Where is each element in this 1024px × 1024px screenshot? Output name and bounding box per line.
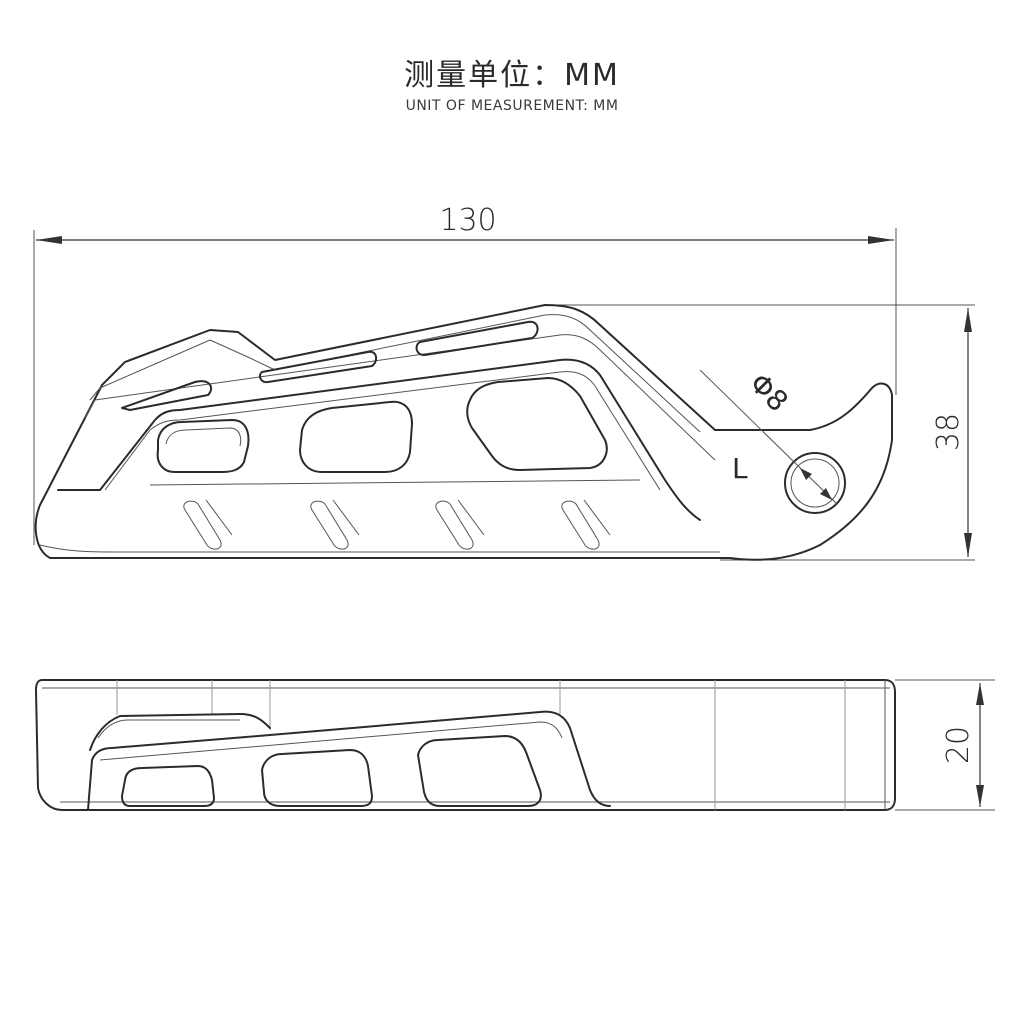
plan-view: 20 — [35, 679, 995, 811]
leader-arrow-2-icon — [820, 488, 832, 500]
pocket-1-inner — [165, 427, 242, 447]
unit-title-chinese: 测量单位：MM — [404, 58, 620, 93]
arrow-thick-up-icon — [976, 683, 984, 705]
side-view: 130 38 — [33, 203, 975, 561]
top-ridge-line — [89, 314, 701, 433]
header: 测量单位：MM UNIT OF MEASUREMENT: MM — [0, 56, 1024, 114]
plan-rib-edge — [99, 721, 563, 761]
plan-step-edge — [97, 719, 240, 739]
top-surface-line — [84, 334, 716, 461]
height-dimension-label: 38 — [931, 413, 966, 451]
inner-step-edge — [104, 371, 661, 491]
arrow-right-icon — [868, 236, 894, 244]
upper-slot-1 — [121, 380, 213, 411]
side-mark-label: L — [732, 452, 748, 485]
grip-slot-2-edge — [332, 499, 360, 536]
grip-slot-4-edge — [583, 499, 611, 536]
pocket-1 — [156, 419, 250, 473]
upper-slot-2 — [259, 350, 378, 384]
pocket-2 — [299, 400, 413, 473]
arrow-left-icon — [36, 236, 62, 244]
plan-pocket-2 — [261, 749, 373, 807]
hole-diameter-label: Φ8 — [743, 367, 795, 419]
plan-rib-outline — [87, 710, 611, 811]
leader-arrow-icon — [800, 468, 812, 480]
unit-title-english: UNIT OF MEASUREMENT: MM — [405, 98, 619, 114]
grip-slots — [183, 499, 611, 550]
bottom-chamfer-line — [39, 544, 720, 553]
plan-pocket-1 — [121, 765, 215, 807]
width-dimension-label: 130 — [439, 203, 496, 238]
grip-slot-3 — [435, 500, 474, 550]
arrow-thick-down-icon — [976, 785, 984, 807]
mounting-hole-outer — [784, 452, 846, 514]
part-outline — [34, 304, 893, 561]
grip-slot-1 — [183, 500, 222, 550]
inner-step-bottom — [149, 479, 641, 486]
pocket-3 — [466, 377, 608, 471]
grip-slot-1-edge — [205, 499, 233, 536]
inner-step-outline — [57, 358, 701, 521]
arrow-up-icon — [964, 308, 972, 332]
diameter-leader-line — [699, 369, 837, 504]
upper-slot-3 — [415, 320, 539, 357]
plan-outline — [35, 679, 896, 811]
plan-pocket-3 — [417, 735, 542, 807]
plan-step-top — [89, 713, 271, 751]
grip-slot-3-edge — [457, 499, 485, 536]
grip-slot-4 — [561, 500, 600, 550]
grip-slot-2 — [310, 500, 349, 550]
arrow-down-icon — [964, 533, 972, 557]
mounting-hole-inner — [790, 458, 840, 508]
thickness-dimension-label: 20 — [941, 726, 976, 764]
